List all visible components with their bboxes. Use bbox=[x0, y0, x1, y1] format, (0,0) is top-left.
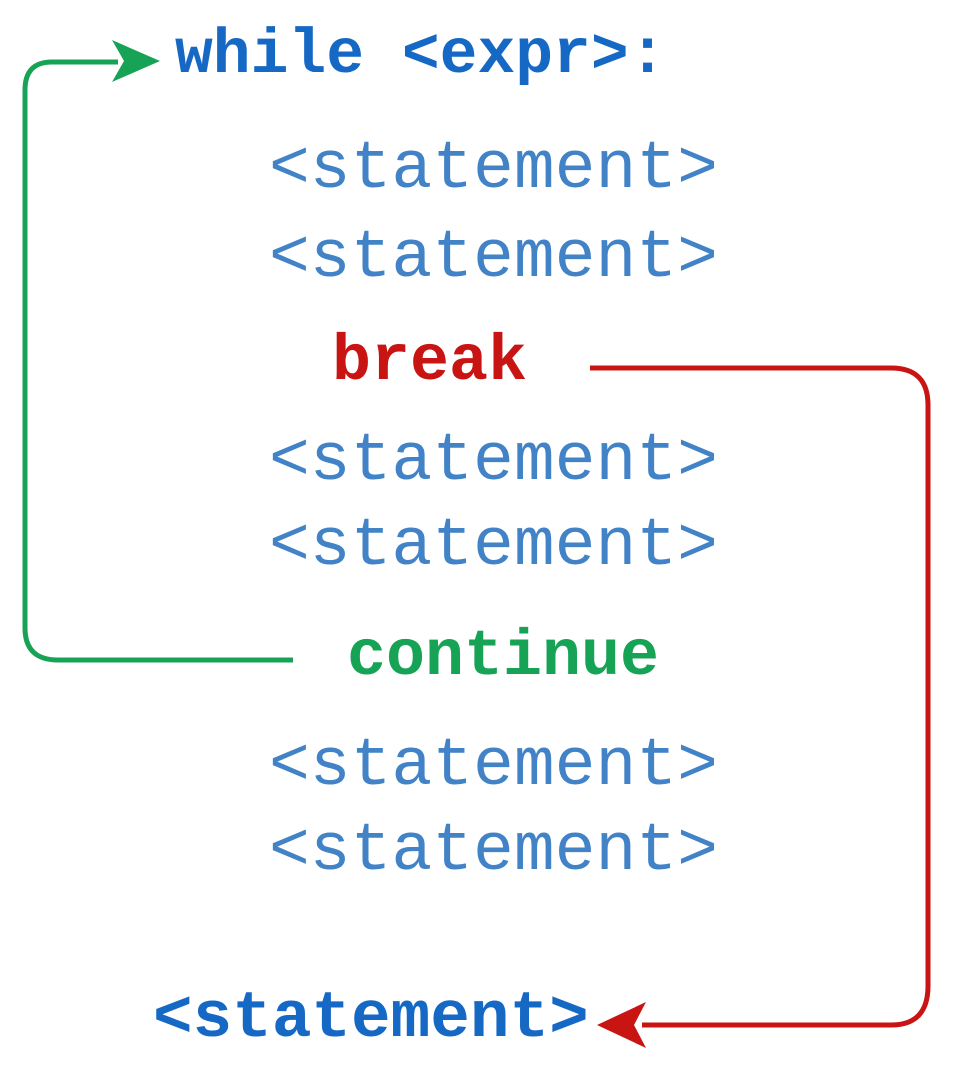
break-arrowhead-icon bbox=[597, 1002, 646, 1048]
statement-line: <statement> bbox=[269, 131, 718, 208]
continue-arrow-line bbox=[22, 59, 293, 663]
after-loop-statement: <statement> bbox=[153, 981, 589, 1056]
break-arrow-line bbox=[590, 365, 931, 1028]
statement-line: <statement> bbox=[269, 813, 718, 890]
while-header-line: while <expr>: bbox=[175, 20, 667, 91]
statement-line: <statement> bbox=[269, 423, 718, 500]
continue-arrowhead-icon bbox=[112, 40, 160, 82]
continue-keyword: continue bbox=[347, 620, 660, 694]
break-keyword: break bbox=[332, 325, 528, 399]
statement-line: <statement> bbox=[269, 728, 718, 805]
statement-line: <statement> bbox=[269, 220, 718, 297]
statement-line: <statement> bbox=[269, 508, 718, 585]
